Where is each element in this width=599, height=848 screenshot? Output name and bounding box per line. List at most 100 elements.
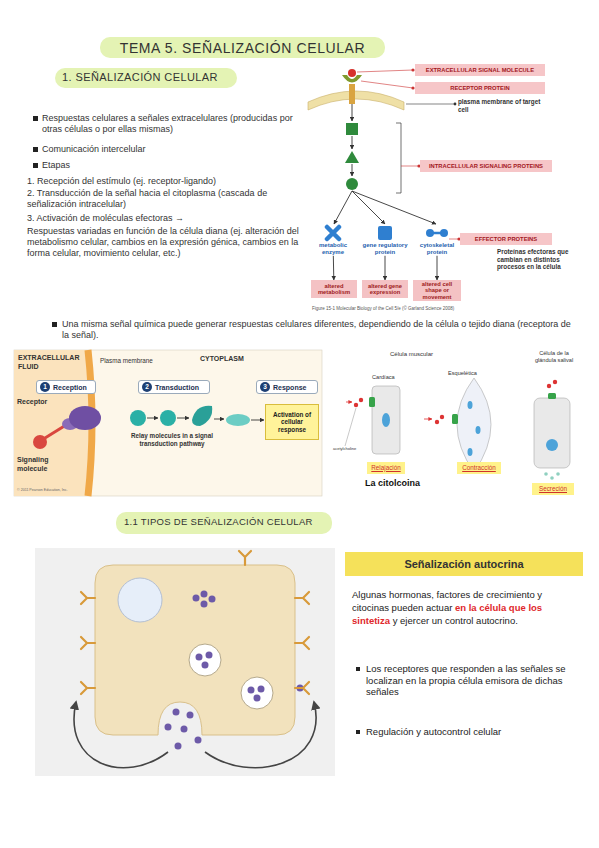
receptor (548, 393, 556, 399)
pink-box: EXTRACELLULAR SIGNAL MOLECULE (415, 64, 545, 76)
callout-number: 1 (40, 382, 50, 392)
bullet-square (356, 667, 360, 671)
node-text: INTRACELLULAR SIGNALING PROTEINS (429, 163, 543, 169)
node-text: RECEPTOR PROTEIN (450, 85, 509, 91)
step-box: 2Transduction (138, 380, 210, 394)
receptor-stem (349, 84, 355, 104)
pathway-arrow (352, 191, 385, 224)
out-box: altered metabolism (311, 280, 357, 298)
signal-dot (195, 737, 202, 744)
note-text: acetylcholine (333, 447, 356, 452)
pink-box: EFFECTOR PROTEINS (460, 233, 552, 245)
note-text: 2. Transducción de la señal hacia el cit… (27, 188, 299, 210)
enzyme-symbol (327, 227, 339, 239)
signal-dot (206, 652, 213, 659)
note-text: Comunicación intercelular (42, 144, 242, 155)
cardiac-cell (372, 386, 400, 454)
relay-molecule (192, 406, 212, 426)
leader-dot (454, 103, 457, 106)
leader-line (361, 81, 413, 88)
note-text: 1.1 TIPOS DE SEÑALIZACIÓN CELULAR (124, 516, 313, 528)
signal-molecules (165, 591, 304, 750)
signaling-protein (346, 178, 358, 190)
cell-nucleus (468, 448, 473, 456)
eff-box: metabolic enzyme (309, 224, 357, 256)
ligand-link (45, 425, 66, 438)
cytoskeleton-symbol (426, 229, 434, 237)
page-title: TEMA 5. SEÑALIZACIÓN CELULAR (100, 38, 385, 58)
relay-molecule (160, 410, 176, 426)
note-text: Relay molecules in a signal transduction… (112, 432, 232, 447)
note-text: plasma membrane of target cell (458, 98, 550, 113)
signal-arrow (346, 402, 352, 403)
receptor-symbol (295, 637, 309, 649)
eff-box: gene regulatory protein (361, 224, 409, 256)
cell-nucleus (476, 426, 481, 434)
callout-number: 2 (142, 382, 152, 392)
receptors (81, 551, 309, 694)
node-text: EXTRACELLULAR SIGNAL MOLECULE (426, 67, 534, 73)
figure-panel (14, 350, 322, 496)
skeletal-cell (457, 378, 491, 472)
note-text: © 2011 Pearson Education, Inc. (17, 488, 68, 492)
pathway-arrow (352, 136, 353, 149)
signal-dot (165, 724, 172, 731)
node-text: Contracción (462, 465, 496, 472)
node-text: altered cell shape or movement (415, 281, 459, 300)
node-text: cytoskeletal protein (413, 242, 461, 256)
pathway-arrow (147, 418, 158, 419)
node-text: Señalización autocrina (404, 558, 523, 570)
node-text: gene regulatory protein (361, 242, 409, 256)
secretion-granule (550, 476, 554, 480)
pink-box: RECEPTOR PROTEIN (415, 82, 545, 94)
pathway-arrow (177, 418, 189, 419)
note-text: 3. Activación de moléculas efectoras → (27, 213, 299, 224)
bullet-square (33, 147, 38, 152)
receptor-symbol (295, 682, 309, 694)
secreting-cell (95, 565, 295, 735)
receptor-protein (69, 406, 101, 430)
signal-dot (258, 686, 265, 693)
signal-dot (196, 654, 203, 661)
connector-arrow (385, 256, 386, 280)
ligand-dot (553, 380, 557, 384)
signal-dot (187, 712, 194, 719)
note-text: Célula muscular (390, 351, 433, 358)
connector-arrow (333, 256, 334, 280)
note-text: 1. Recepción del estímulo (ej. receptor-… (27, 176, 307, 187)
gene-protein-symbol (378, 226, 392, 240)
cytoskeleton-symbol (440, 229, 448, 237)
bullet-square (33, 163, 38, 168)
note-text: CYTOPLASM (200, 355, 244, 364)
relay-molecule (130, 410, 146, 426)
res-box: Contracción (457, 462, 501, 474)
ligand-dot (435, 420, 439, 424)
note-text: Cardíaca (372, 374, 395, 381)
signal-dot (254, 695, 261, 702)
highlight-band (100, 37, 385, 58)
note-text: Los receptores que responden a las señal… (366, 663, 580, 698)
vesicle (189, 644, 221, 676)
effector-icon (321, 224, 345, 242)
note-text: Plasma membrane (100, 357, 153, 365)
signal-molecule (348, 69, 356, 77)
signaling-molecule (33, 435, 47, 449)
bracket (396, 123, 401, 193)
node-text: metabolic enzyme (309, 242, 357, 256)
signaling-protein (345, 151, 359, 163)
signal-arrow (424, 419, 432, 420)
pathway-arrow (251, 420, 264, 421)
feedback-arrow (74, 702, 168, 768)
signal-dot (175, 743, 182, 750)
signal-dot (181, 726, 188, 733)
paragraph: Algunas hormonas, factores de crecimient… (352, 588, 580, 627)
bullet-square (356, 730, 360, 734)
pink-box: INTRACELLULAR SIGNALING PROTEINS (420, 160, 552, 172)
note-text: Receptor (17, 398, 47, 407)
res-box: Secreción (532, 483, 574, 495)
receptor-symbol (239, 551, 251, 565)
receptor-symbol (295, 592, 309, 604)
gland-cell (534, 398, 570, 468)
ligand-dot (440, 415, 444, 419)
